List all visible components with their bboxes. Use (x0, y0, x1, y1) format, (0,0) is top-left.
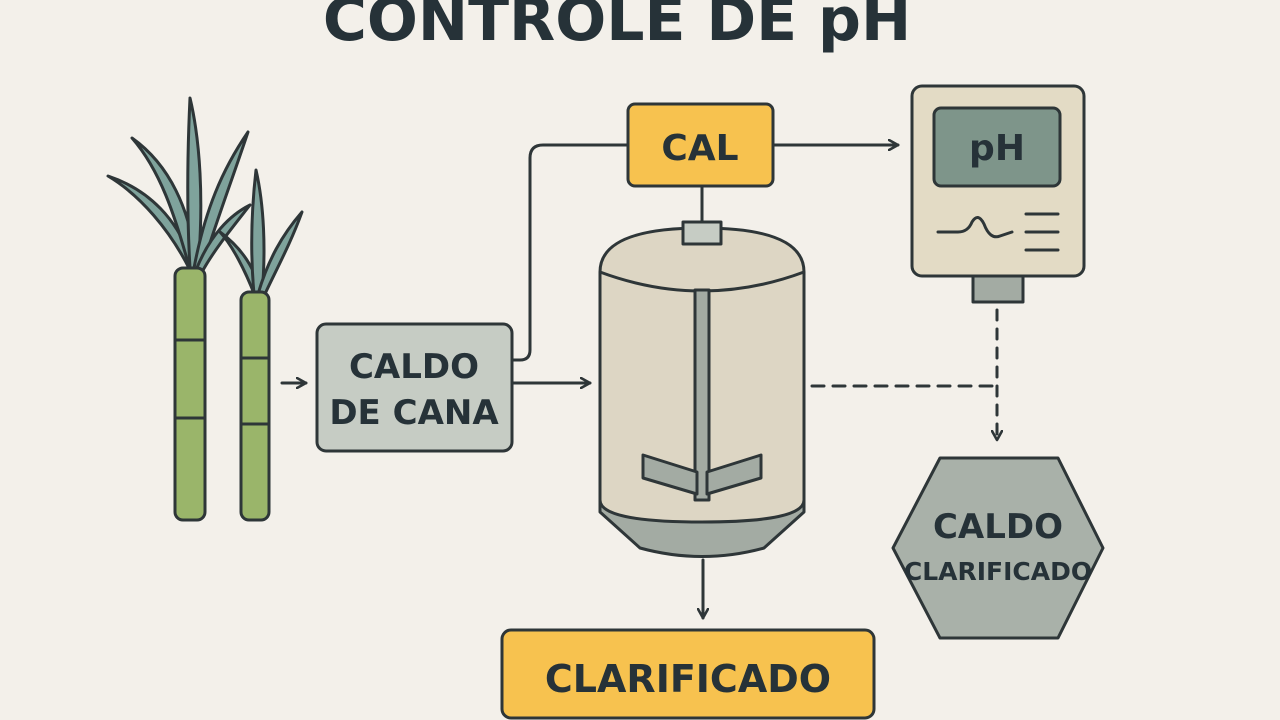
waveform-icon (936, 216, 1014, 239)
sugarcane-icon (106, 96, 304, 522)
caldo-clarificado-line1: CALDO (933, 507, 1063, 547)
cal-box: CAL (626, 102, 775, 188)
ph-meter-label: pH (969, 128, 1025, 169)
ph-meter-screen (932, 106, 1062, 188)
diagram-title: CONTROLE DE pH (323, 0, 911, 55)
agitator-blade-right (705, 453, 763, 496)
readout-lines-icon (1024, 212, 1060, 252)
clarificador-box: CLARIFICADO (500, 628, 876, 720)
connectors (280, 143, 997, 620)
line-caldo-to-cal (510, 143, 630, 362)
cal-label: CAL (661, 128, 738, 169)
ph-meter: pH (910, 84, 1086, 304)
tank-motor (681, 220, 723, 246)
agitator-shaft (693, 288, 711, 502)
ph-probe (971, 274, 1025, 304)
clarificador-label: CLARIFICADO (545, 657, 831, 701)
caldo-clarificado-node: CALDO CLARIFICADO (891, 456, 1105, 640)
caldo-de-cana-box: CALDO DE CANA (315, 322, 514, 453)
caldo-de-cana-line2: DE CANA (329, 393, 499, 433)
caldo-clarificado-line2: CLARIFICADO (904, 557, 1092, 586)
mixing-tank (598, 220, 806, 558)
caldo-de-cana-line1: CALDO (349, 347, 479, 387)
agitator-blade-left (641, 453, 699, 496)
